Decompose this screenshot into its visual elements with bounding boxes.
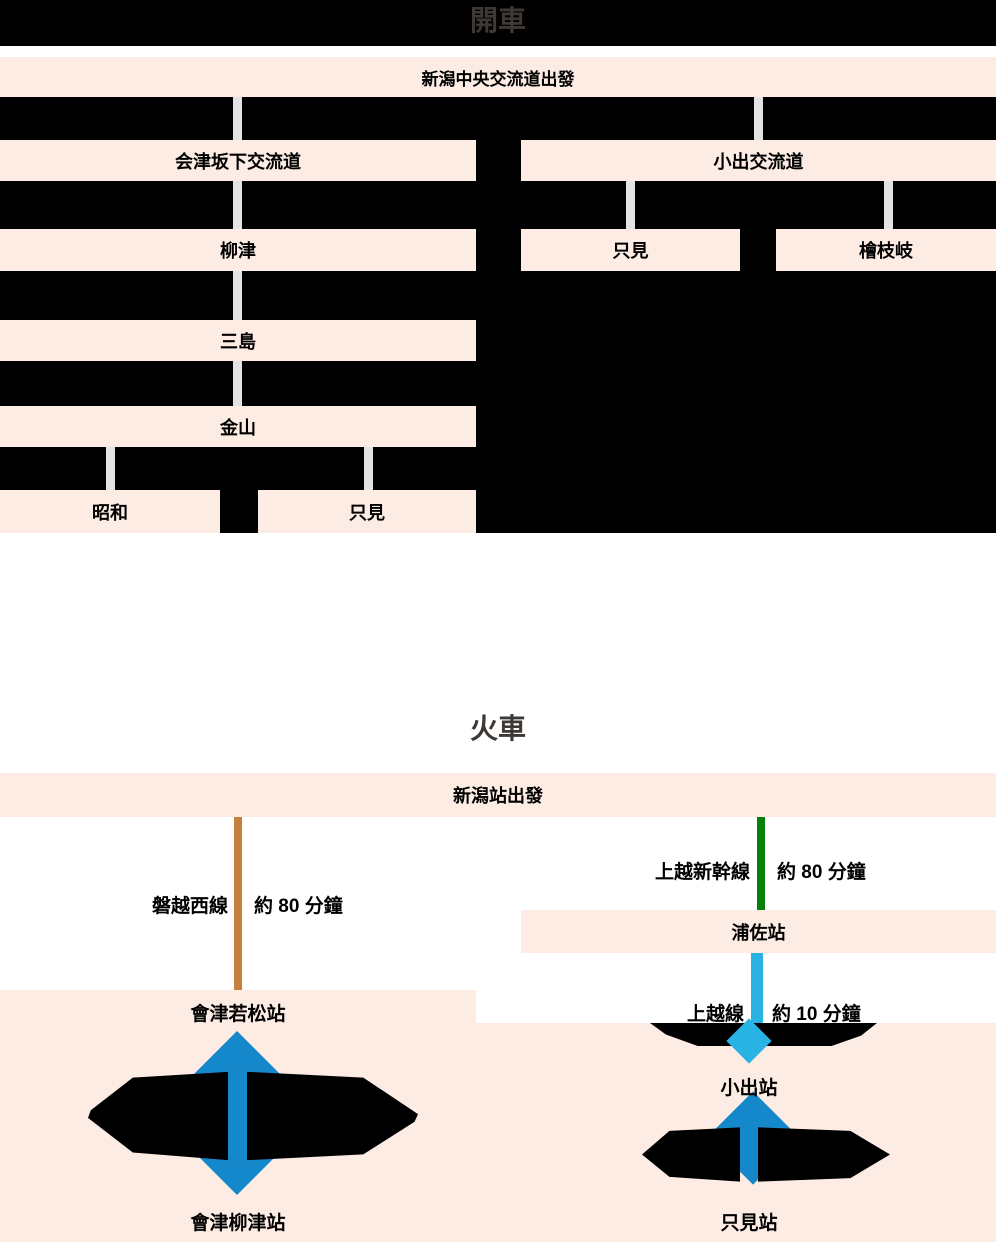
node-kaneyama: 金山 <box>0 406 476 447</box>
connector-line <box>754 97 763 140</box>
joetsu-line-label: 上越線 <box>686 1004 744 1025</box>
joetsu-line <box>751 953 763 1037</box>
connector-line <box>106 447 115 490</box>
connector-line <box>364 447 373 490</box>
joetsu-line-duration-label: 約 10 分鐘 <box>772 1004 861 1025</box>
node-showa: 昭和 <box>0 490 220 533</box>
banetsu-west-line-label: 磐越西線 <box>151 896 228 917</box>
station-aizu-wakamatsu-label: 會津若松站 <box>190 1004 286 1025</box>
joetsu-shinkansen-line <box>757 817 765 910</box>
node-mishima: 三島 <box>0 320 476 361</box>
node-tadami-mid: 只見 <box>521 229 740 271</box>
station-urasa: 浦佐站 <box>521 910 996 953</box>
drive-title-redaction-band <box>0 0 996 46</box>
connector-line <box>233 361 242 406</box>
connector-line <box>233 181 242 229</box>
node-tadami-end: 只見 <box>258 490 476 533</box>
train-section-title: 火車 <box>469 713 526 744</box>
connector-line <box>233 271 242 320</box>
connector-line <box>884 181 893 229</box>
joetsu-shinkansen-duration-label: 約 80 分鐘 <box>777 862 866 883</box>
connector-line <box>626 181 635 229</box>
node-yanaizu: 柳津 <box>0 229 476 271</box>
train-start-node: 新潟站出發 <box>0 773 996 817</box>
drive-section-title: 開車 <box>469 5 526 36</box>
joetsu-shinkansen-label: 上越新幹線 <box>654 862 750 883</box>
station-koide-label: 小出站 <box>720 1078 778 1099</box>
station-tadami-label: 只見站 <box>720 1213 778 1234</box>
banetsu-west-line <box>234 817 242 990</box>
drive-start-node: 新潟中央交流道出發 <box>0 57 996 97</box>
node-aizubange-interchange: 会津坂下交流道 <box>0 140 476 181</box>
node-koide-interchange: 小出交流道 <box>521 140 996 181</box>
station-aizu-yanaizu-label: 會津柳津站 <box>190 1213 286 1234</box>
node-hinoemata: 檜枝岐 <box>776 229 996 271</box>
banetsu-west-duration-label: 約 80 分鐘 <box>254 896 343 917</box>
connector-line <box>233 97 242 140</box>
